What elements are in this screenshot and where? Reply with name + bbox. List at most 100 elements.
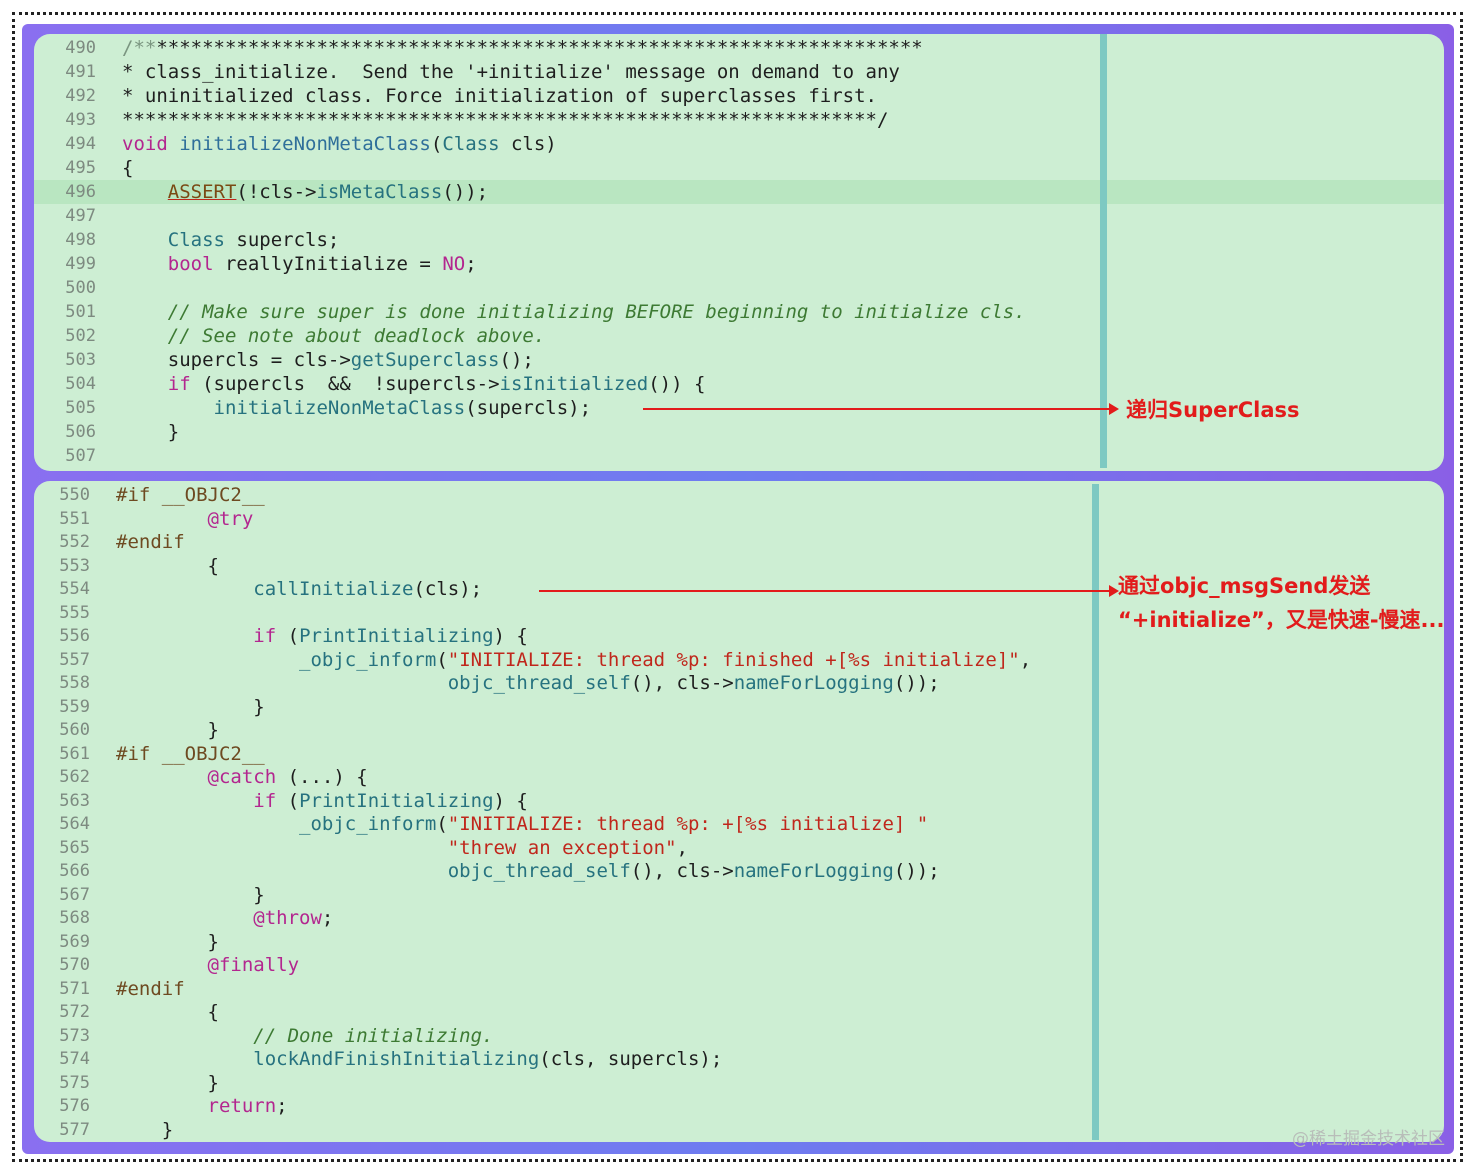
- code-text[interactable]: }: [116, 719, 219, 741]
- code-line[interactable]: 492* uninitialized class. Force initiali…: [34, 84, 1444, 108]
- code-line[interactable]: 495{: [34, 156, 1444, 180]
- code-text[interactable]: bool reallyInitialize = NO;: [167, 253, 477, 275]
- code-line[interactable]: 490/************************************…: [34, 36, 1444, 60]
- code-line[interactable]: 561#if __OBJC2__: [34, 742, 1444, 766]
- code-line[interactable]: 505 initializeNonMetaClass(supercls);: [34, 396, 1444, 420]
- code-line[interactable]: 564 _objc_inform("INITIALIZE: thread %p:…: [34, 812, 1444, 836]
- code-text[interactable]: #endif: [116, 531, 185, 553]
- code-text[interactable]: /***************************************…: [122, 37, 923, 59]
- code-line[interactable]: 577 }: [34, 1118, 1444, 1142]
- code-panel-top[interactable]: 490/************************************…: [34, 34, 1444, 471]
- code-line[interactable]: 504 if (supercls && !supercls->isInitial…: [34, 372, 1444, 396]
- code-text[interactable]: objc_thread_self(), cls->nameForLogging(…: [447, 860, 940, 882]
- code-line[interactable]: 501 // Make sure super is done initializ…: [34, 300, 1444, 324]
- code-text[interactable]: @throw;: [253, 907, 334, 929]
- code-line[interactable]: 565 "threw an exception",: [34, 836, 1444, 860]
- code-line[interactable]: 560 }: [34, 718, 1444, 742]
- code-line[interactable]: 491 * class_initialize. Send the '+initia…: [34, 60, 1444, 84]
- code-line[interactable]: 569 }: [34, 930, 1444, 954]
- code-line[interactable]: 563 if (PrintInitializing) {: [34, 789, 1444, 813]
- code-text[interactable]: }: [116, 695, 265, 718]
- code-line[interactable]: 572 {: [34, 1000, 1444, 1024]
- code-line[interactable]: 498 Class supercls;: [34, 228, 1444, 252]
- code-text[interactable]: ****************************************…: [122, 109, 889, 131]
- line-number: 491: [65, 62, 96, 82]
- code-text[interactable]: * uninitialized class. Force initializat…: [122, 85, 877, 107]
- code-text[interactable]: callInitialize(cls);: [253, 578, 483, 600]
- code-text[interactable]: #endif: [116, 977, 185, 1000]
- code-text[interactable]: #if __OBJC2__: [116, 742, 265, 765]
- code-line[interactable]: 552#endif: [34, 530, 1444, 554]
- line-number: 577: [59, 1119, 90, 1140]
- code-line[interactable]: 570 @finally: [34, 953, 1444, 977]
- code-text[interactable]: @try: [207, 507, 254, 530]
- code-line[interactable]: 554 callInitialize(cls);: [34, 577, 1444, 601]
- code-text[interactable]: }: [116, 1071, 219, 1094]
- code-line[interactable]: 568 @throw;: [34, 906, 1444, 930]
- code-text[interactable]: {: [116, 554, 219, 577]
- code-text[interactable]: * class_initialize. Send the '+initializ…: [122, 61, 900, 83]
- line-number: 562: [59, 767, 90, 787]
- code-text[interactable]: }: [122, 421, 180, 443]
- code-line[interactable]: 550#if __OBJC2__: [34, 483, 1444, 507]
- code-text[interactable]: objc_thread_self(), cls->nameForLogging(…: [447, 672, 940, 694]
- code-text[interactable]: @catch (...) {: [207, 766, 368, 788]
- code-line[interactable]: 575 }: [34, 1071, 1444, 1095]
- code-line[interactable]: 559 }: [34, 695, 1444, 719]
- code-line[interactable]: 493 *************************************…: [34, 108, 1444, 132]
- code-text[interactable]: if (PrintInitializing) {: [253, 789, 528, 812]
- code-line[interactable]: 556 if (PrintInitializing) {: [34, 624, 1444, 648]
- code-line[interactable]: 506 }: [34, 420, 1444, 444]
- code-line[interactable]: 573 // Done initializing.: [34, 1024, 1444, 1048]
- code-line[interactable]: 502 // See note about deadlock above.: [34, 324, 1444, 348]
- code-line[interactable]: 571#endif: [34, 977, 1444, 1001]
- code-text[interactable]: _objc_inform("INITIALIZE: thread %p: fin…: [299, 648, 1032, 671]
- line-number: 553: [59, 555, 90, 576]
- watermark: @稀土掘金技术社区: [1292, 1129, 1445, 1149]
- code-text[interactable]: // Make sure super is done initializing …: [167, 301, 1026, 323]
- code-line[interactable]: 553 {: [34, 554, 1444, 578]
- code-text[interactable]: void initializeNonMetaClass(Class cls): [122, 133, 557, 155]
- editor-gutter-bar-top: [1100, 34, 1107, 468]
- code-text[interactable]: supercls = cls->getSuperclass();: [122, 349, 534, 371]
- code-text[interactable]: }: [116, 1118, 174, 1141]
- code-text[interactable]: }: [116, 883, 265, 906]
- line-number: 565: [59, 837, 90, 858]
- code-line[interactable]: 496 ASSERT(!cls->isMetaClass());: [34, 180, 1444, 204]
- code-text[interactable]: {: [122, 157, 134, 179]
- code-text[interactable]: lockAndFinishInitializing(cls, supercls)…: [253, 1048, 723, 1070]
- code-text[interactable]: initializeNonMetaClass(supercls);: [213, 397, 592, 419]
- code-line[interactable]: 557 _objc_inform("INITIALIZE: thread %p:…: [34, 648, 1444, 672]
- line-number: 504: [65, 374, 96, 394]
- line-number: 493: [65, 110, 96, 130]
- code-text[interactable]: // See note about deadlock above.: [167, 325, 546, 347]
- code-line[interactable]: 566 objc_thread_self(), cls->nameForLogg…: [34, 859, 1444, 883]
- code-text[interactable]: ASSERT(!cls->isMetaClass());: [167, 181, 489, 203]
- code-text[interactable]: if (supercls && !supercls->isInitialized…: [167, 373, 706, 395]
- code-text[interactable]: _objc_inform("INITIALIZE: thread %p: +[%…: [299, 813, 929, 835]
- code-line[interactable]: 507: [34, 444, 1444, 468]
- code-text[interactable]: {: [116, 1001, 219, 1023]
- code-line[interactable]: 576 return;: [34, 1094, 1444, 1118]
- code-line[interactable]: 500: [34, 276, 1444, 300]
- code-line[interactable]: 497: [34, 204, 1444, 228]
- code-line[interactable]: 499 bool reallyInitialize = NO;: [34, 252, 1444, 276]
- code-text[interactable]: if (PrintInitializing) {: [253, 625, 528, 647]
- code-line[interactable]: 562 @catch (...) {: [34, 765, 1444, 789]
- code-text[interactable]: @finally: [207, 954, 300, 976]
- code-line[interactable]: 558 objc_thread_self(), cls->nameForLogg…: [34, 671, 1444, 695]
- line-number: 498: [65, 230, 96, 250]
- code-text[interactable]: Class supercls;: [167, 229, 340, 251]
- line-number: 499: [65, 254, 96, 274]
- code-line[interactable]: 574 lockAndFinishInitializing(cls, super…: [34, 1047, 1444, 1071]
- code-text[interactable]: #if __OBJC2__: [116, 484, 265, 506]
- code-line[interactable]: 503 supercls = cls->getSuperclass();: [34, 348, 1444, 372]
- code-text[interactable]: // Done initializing.: [253, 1024, 494, 1047]
- code-text[interactable]: return;: [207, 1095, 288, 1117]
- code-text[interactable]: "threw an exception",: [447, 836, 688, 859]
- code-text[interactable]: }: [116, 930, 219, 953]
- code-line[interactable]: 567 }: [34, 883, 1444, 907]
- code-line[interactable]: 555: [34, 601, 1444, 625]
- code-line[interactable]: 551 @try: [34, 507, 1444, 531]
